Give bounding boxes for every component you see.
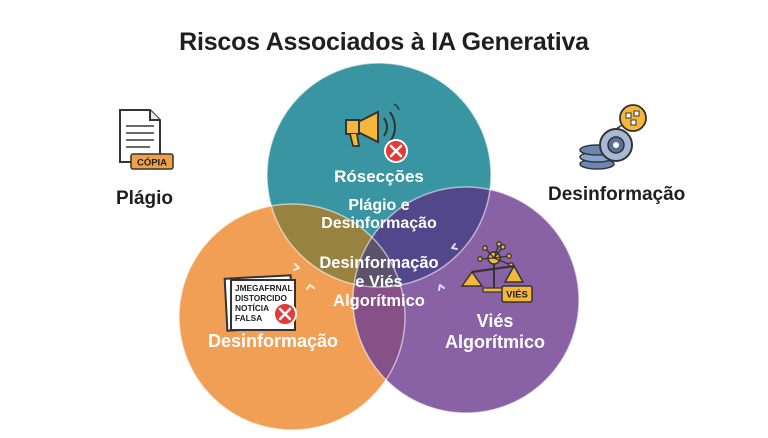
circle-right-label: Viés Algorítmico: [432, 311, 558, 352]
intersection-center-line2: e Viés: [355, 272, 403, 291]
intersection-top-label: Plágio e Desinformação: [310, 197, 448, 234]
label-plagio: Plágio: [116, 188, 174, 209]
page-title: Riscos Associados à IA Generativa: [179, 28, 589, 56]
intersection-top-line2: Desinformação: [321, 215, 437, 233]
network-gear-icon: [579, 104, 647, 170]
svg-text:CÓPIA: CÓPIA: [137, 157, 167, 169]
svg-text:VIÉS: VIÉS: [506, 290, 528, 301]
svg-text:JMEGAFRNAL: JMEGAFRNAL: [235, 283, 293, 293]
svg-text:DISTORCIDO: DISTORCIDO: [235, 293, 287, 303]
svg-text:NOTÍCIA: NOTÍCIA: [235, 303, 269, 313]
intersection-center-line1: Desinformação: [319, 254, 439, 272]
circle-left-label: Desinformação: [207, 331, 339, 351]
circle-top-label: Rósecções: [334, 167, 424, 186]
intersection-center-label: Desinformação e Viés Algorítmico: [306, 254, 452, 311]
svg-text:FALSA: FALSA: [235, 313, 262, 323]
intersection-center-line3: Algorítmico: [333, 291, 425, 310]
copy-document-icon: CÓPIA: [119, 109, 174, 170]
fake-news-paper-icon: JMEGAFRNAL DISTORCIDO NOTÍCIA FALSA: [223, 274, 297, 332]
circle-right-line2: Algorítmico: [444, 331, 545, 352]
circle-right: [353, 187, 579, 413]
circle-right-line1: Viés: [476, 311, 514, 331]
label-desinformacao-right: Desinformação: [548, 184, 686, 205]
bias-scale-icon: VIÉS: [460, 241, 533, 303]
intersection-top-line1: Plágio e: [348, 197, 410, 214]
megaphone-icon: [345, 103, 408, 163]
